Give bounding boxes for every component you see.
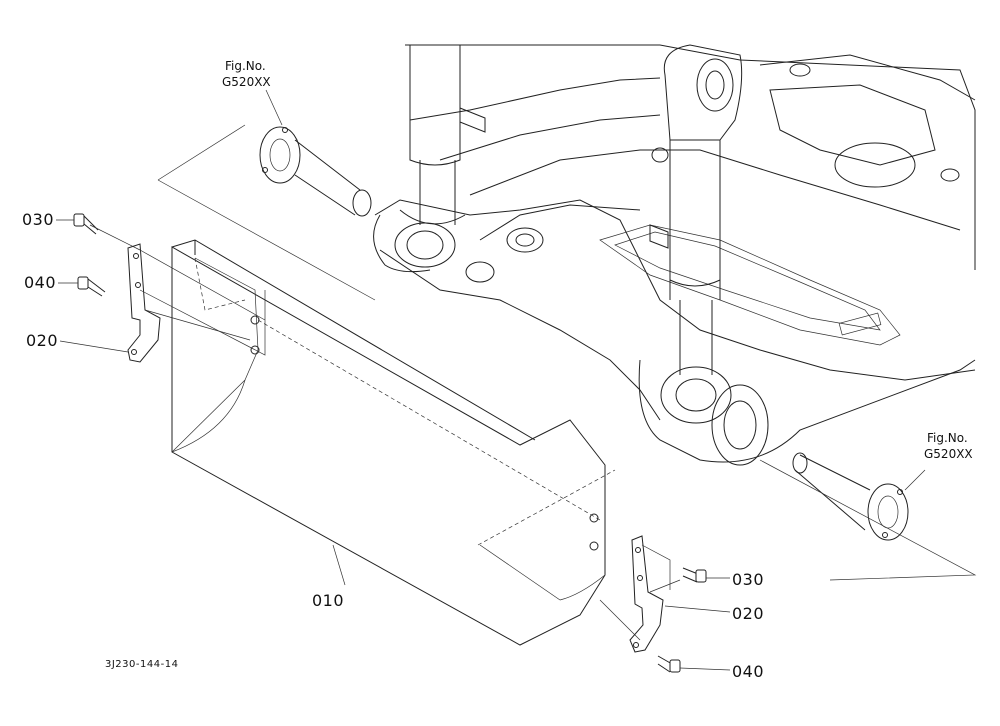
left-pin <box>157 124 376 301</box>
part-label-020-left: 020 <box>26 331 58 350</box>
fig-ref-top-left-line1: Fig.No. <box>225 59 266 73</box>
part-label-030-left: 030 <box>22 210 54 229</box>
leader-lines <box>56 89 926 671</box>
right-bracket-020 <box>599 535 681 653</box>
fig-ref-right-line1: Fig.No. <box>927 431 968 445</box>
part-label-040-right: 040 <box>732 662 764 681</box>
left-bolt-030 <box>73 213 141 251</box>
guard-plate-010 <box>171 239 616 646</box>
part-label-010: 010 <box>312 591 344 610</box>
fig-ref-right-line2: G520XX <box>924 447 973 461</box>
fig-ref-top-left-line2: G520XX <box>222 75 271 89</box>
part-label-030-right: 030 <box>732 570 764 589</box>
right-bolt-040 <box>657 655 681 673</box>
frame-assembly <box>373 44 976 466</box>
left-bolt-040 <box>77 276 106 297</box>
right-pin <box>759 452 977 581</box>
part-label-020-right: 020 <box>732 604 764 623</box>
part-label-040-left: 040 <box>24 273 56 292</box>
right-bolt-030 <box>682 567 707 583</box>
left-bracket-020 <box>127 243 266 363</box>
drawing-code: 3J230-144-14 <box>105 659 178 670</box>
